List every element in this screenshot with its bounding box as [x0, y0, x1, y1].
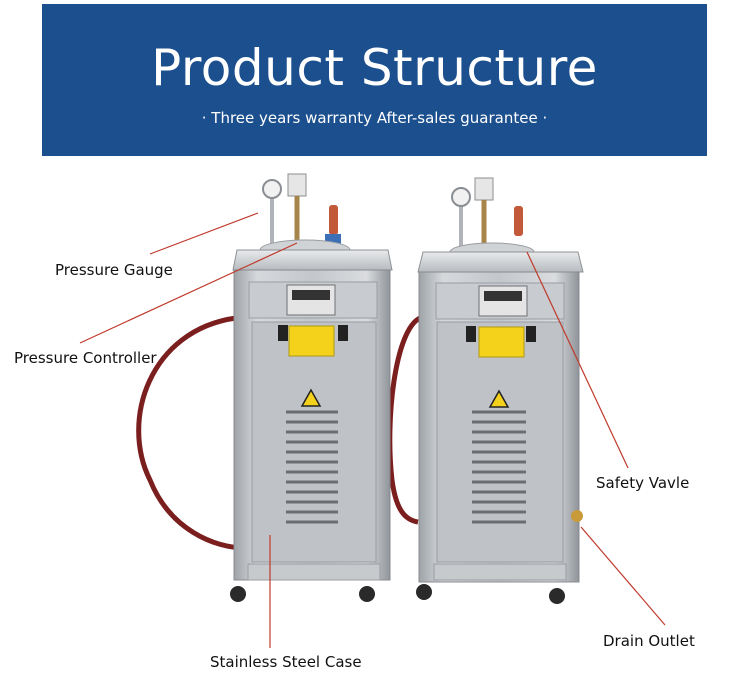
callout-drain-outlet: Drain Outlet — [603, 632, 695, 650]
callout-pressure-gauge: Pressure Gauge — [55, 261, 173, 279]
boiler-right — [416, 177, 584, 604]
hose-right — [387, 315, 422, 525]
leader-lines — [79, 212, 666, 648]
callout-safety-valve: Safety Vavle — [596, 474, 690, 492]
callout-stainless-steel-case: Stainless Steel Case — [210, 653, 362, 671]
callout-pressure-controller: Pressure Controller — [14, 349, 157, 367]
page-subtitle: · Three years warranty After-sales guara… — [201, 109, 548, 127]
header-banner: Product Structure · Three years warranty… — [42, 4, 707, 156]
hose-left — [136, 315, 246, 551]
page-title: Product Structure — [151, 39, 598, 97]
boiler-left — [230, 173, 393, 602]
